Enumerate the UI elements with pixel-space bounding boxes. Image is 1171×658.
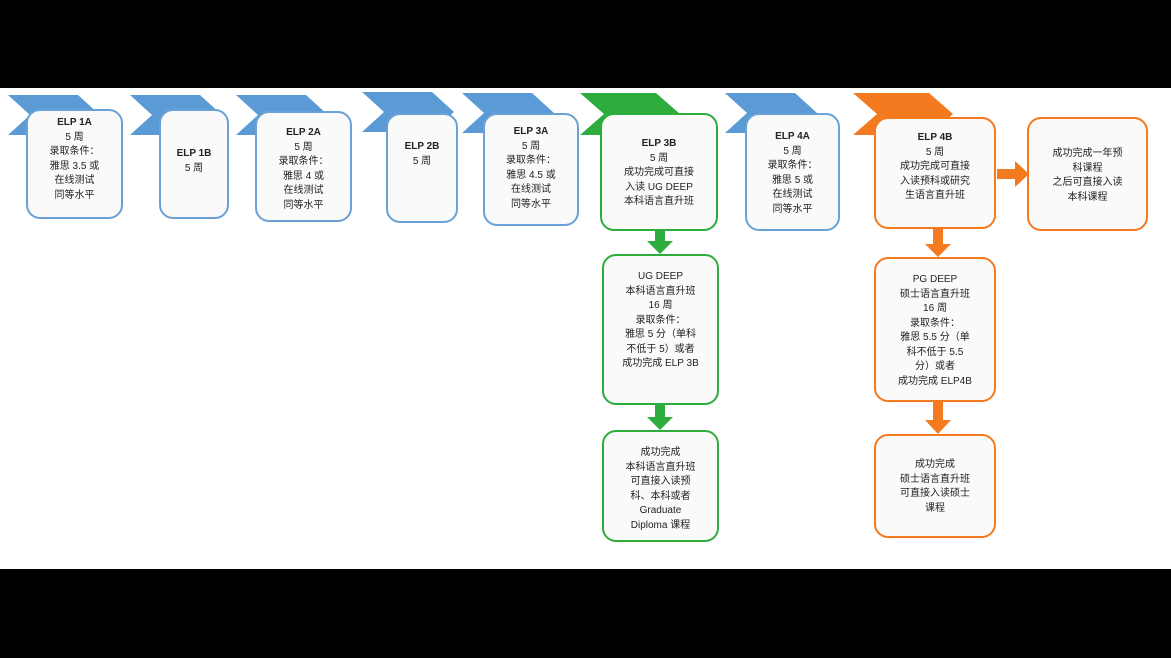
arrow-down-icon bbox=[647, 231, 673, 254]
step-elp-2b: ELP 2B 5 周 bbox=[386, 113, 458, 223]
pg-deep-box: PG DEEP 硕士语言直升班 16 周 录取条件： 雅思 5.5 分（单 科不… bbox=[874, 257, 996, 402]
arrow-down-icon bbox=[647, 404, 673, 430]
step-elp-3a: ELP 3A 5 周 录取条件： 雅思 4.5 或 在线测试 同等水平 bbox=[483, 113, 579, 226]
foundation-result-box: 成功完成一年预 科课程 之后可直接入读 本科课程 bbox=[1027, 117, 1148, 231]
ug-deep-box: UG DEEP 本科语言直升班 16 周 录取条件： 雅思 5 分（单科 不低于… bbox=[602, 254, 719, 405]
step-elp-4b: ELP 4B 5 周 成功完成可直接 入读预科或研究 生语言直升班 bbox=[874, 117, 996, 229]
ug-result-box: 成功完成 本科语言直升班 可直接入读预 科、本科或者 Graduate Dipl… bbox=[602, 430, 719, 542]
step-elp-1a: ELP 1A 5 周 录取条件： 雅思 3.5 或 在线测试 同等水平 bbox=[26, 109, 123, 219]
pg-result-box: 成功完成 硕士语言直升班 可直接入读硕士 课程 bbox=[874, 434, 996, 538]
step-elp-3b: ELP 3B 5 周 成功完成可直接 入读 UG DEEP 本科语言直升班 bbox=[600, 113, 718, 231]
diagram-canvas: ELP 1A 5 周 录取条件： 雅思 3.5 或 在线测试 同等水平 ELP … bbox=[0, 88, 1171, 569]
step-elp-4a: ELP 4A 5 周 录取条件： 雅思 5 或 在线测试 同等水平 bbox=[745, 113, 840, 231]
step-elp-2a: ELP 2A 5 周 录取条件： 雅思 4 或 在线测试 同等水平 bbox=[255, 111, 352, 222]
arrow-down-icon bbox=[925, 229, 951, 257]
step-elp-1b: ELP 1B 5 周 bbox=[159, 109, 229, 219]
arrow-down-icon bbox=[925, 401, 951, 434]
arrow-right-icon bbox=[997, 161, 1029, 187]
